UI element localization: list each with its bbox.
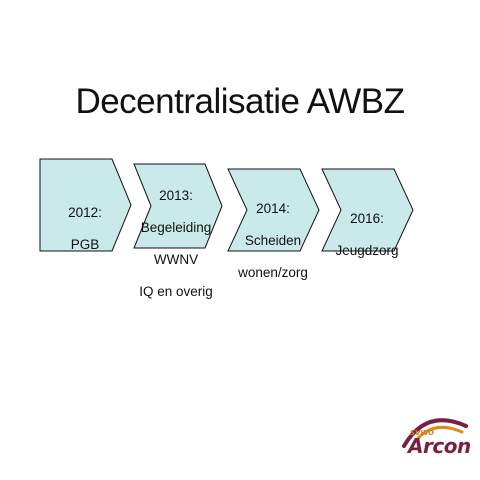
chevron-step-2013	[133, 163, 223, 249]
step-text: Begeleiding	[140, 220, 212, 235]
chevron-step-2016	[321, 168, 414, 252]
chevron-step-2012	[39, 158, 132, 252]
logo-wordmark: Arcon	[408, 434, 471, 458]
chevron-step-2014	[227, 168, 320, 252]
step-year: 2012:	[68, 205, 102, 220]
logo-subtext: SVWO	[410, 429, 435, 437]
step-year: 2016:	[350, 211, 384, 226]
step-text: IQ en overig	[139, 284, 213, 299]
arcon-logo: SVWO Arcon	[396, 410, 476, 470]
slide-title: Decentralisatie AWBZ	[75, 82, 405, 121]
logo-arcs-icon	[402, 418, 468, 448]
step-year: 2014:	[256, 201, 290, 216]
step-label-2014: 2014: Scheiden wonen/zorg	[232, 185, 314, 297]
step-text: wonen/zorg	[238, 265, 308, 280]
step-text: PGB	[70, 237, 100, 252]
step-text: Jeugdzorg	[335, 243, 399, 258]
step-text: WWNV	[153, 252, 199, 267]
step-year: 2013:	[159, 188, 193, 203]
step-label-2016: 2016: Jeugdzorg	[326, 195, 408, 275]
step-text: Scheiden	[244, 233, 302, 248]
step-label-2012: 2012: PGB	[48, 189, 122, 269]
step-label-2013: 2013: Begeleiding WWNV IQ en overig	[128, 172, 224, 316]
